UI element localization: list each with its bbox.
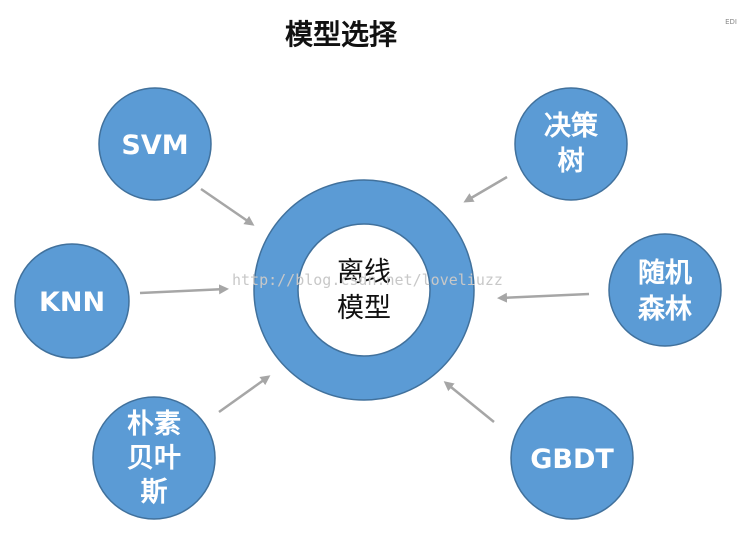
knn-label: KNN — [39, 287, 105, 318]
decision-tree-node: 决策 树 — [514, 87, 628, 201]
naive-bayes-node: 朴素 贝叶 斯 — [92, 396, 216, 520]
gbdt-node: GBDT — [510, 396, 634, 520]
naive-bayes-label-line-2: 贝叶 — [127, 443, 181, 474]
watermark-text: http://blog.csdn.net/loveliuzz — [232, 271, 503, 289]
arrow-svm-to-center — [200, 187, 255, 226]
random-forest-label-line-2: 森林 — [638, 294, 692, 325]
gbdt-label: GBDT — [530, 444, 614, 475]
corner-label: EDI — [725, 18, 737, 26]
gbdt-circle — [510, 396, 634, 520]
decision-tree-label-line-1: 决策 — [544, 110, 599, 142]
offline-model-label-line-2: 模型 — [337, 293, 391, 324]
naive-bayes-circle — [92, 396, 216, 520]
diagram-title: 模型选择 — [285, 18, 398, 51]
arrow-decision-tree-to-center — [463, 175, 508, 203]
arrow-gbdt-to-center — [443, 381, 495, 423]
offline-model-hole — [297, 223, 431, 357]
decision-tree-circle — [514, 87, 628, 201]
random-forest-circle — [608, 233, 722, 347]
knn-node: KNN — [14, 243, 130, 359]
random-forest-label-line-1: 随机 — [638, 258, 692, 289]
arrow-random-forest-to-center — [497, 292, 590, 303]
svm-circle — [98, 87, 212, 201]
random-forest-node: 随机 森林 — [608, 233, 722, 347]
arrow-knn-to-center — [139, 284, 229, 295]
knn-circle — [14, 243, 130, 359]
svm-node: SVM — [98, 87, 212, 201]
svm-label: SVM — [121, 130, 188, 161]
decision-tree-label-line-2: 树 — [558, 146, 585, 177]
naive-bayes-label-line-3: 斯 — [141, 477, 168, 508]
offline-model-label-line-1: 离线 — [337, 257, 391, 288]
arrow-naive-bayes-to-center — [218, 375, 271, 414]
offline-model-node: 离线 模型 — [253, 179, 475, 401]
naive-bayes-label-line-1: 朴素 — [127, 409, 181, 440]
